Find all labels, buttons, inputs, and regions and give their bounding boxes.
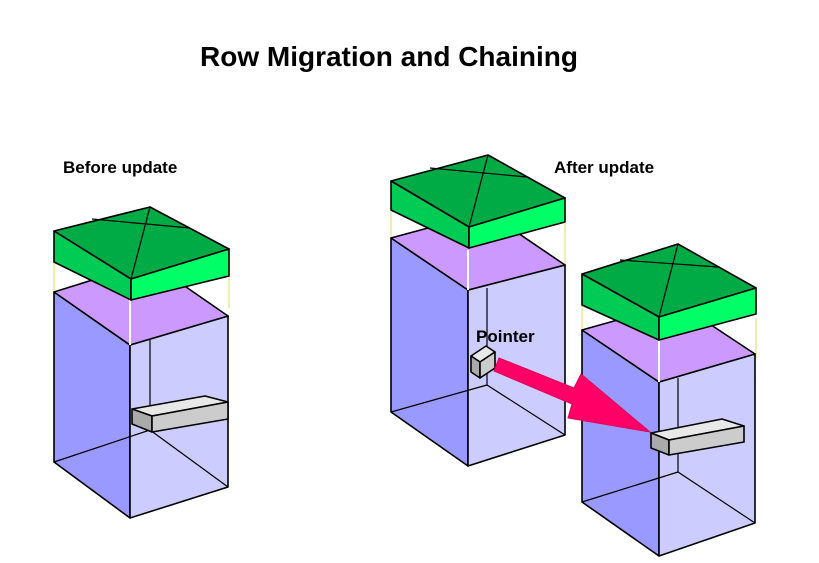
- pointer-arrow: [493, 357, 652, 433]
- inner-edge: [149, 429, 229, 488]
- pointer-label: Pointer: [476, 327, 535, 346]
- block-header: [390, 154, 566, 249]
- inner-edge: [390, 384, 488, 413]
- after-update-migrated-block: [581, 243, 757, 557]
- inner-edge: [677, 471, 756, 524]
- page-title: Row Migration and Chaining: [200, 41, 578, 72]
- inner-edge: [486, 384, 566, 436]
- block-header: [53, 206, 230, 301]
- migrated-row-piece: [650, 418, 745, 456]
- inner-edge: [53, 429, 151, 463]
- block-header: [581, 243, 757, 341]
- after-update-original-block: [390, 154, 566, 467]
- pointer-stub: [470, 345, 496, 379]
- inner-edge: [581, 471, 679, 503]
- before-update-label: Before update: [63, 158, 177, 177]
- before-update-block: [53, 206, 230, 519]
- row-piece: [131, 395, 229, 433]
- after-update-label: After update: [554, 158, 654, 177]
